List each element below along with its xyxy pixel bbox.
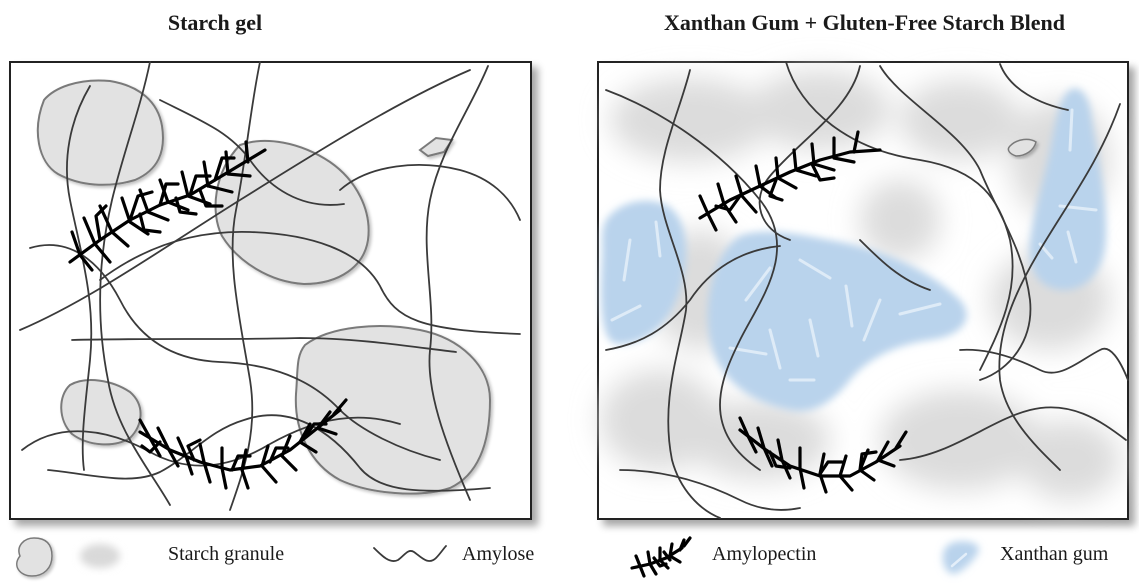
starch-granule-icon	[17, 538, 120, 576]
legend-label-amylose: Amylose	[462, 543, 534, 566]
starch-granule	[38, 80, 163, 184]
amylose-icon	[374, 546, 446, 561]
starch-gel-panel	[10, 62, 531, 519]
legend-label-starch-granule: Starch granule	[168, 543, 284, 566]
starch-granule	[296, 326, 490, 493]
legend-label-amylopectin: Amylopectin	[712, 543, 816, 566]
xanthan-blend-panel	[598, 62, 1128, 519]
legend-label-xanthan-gum: Xanthan gum	[1000, 543, 1108, 566]
amylopectin-icon	[632, 538, 690, 576]
